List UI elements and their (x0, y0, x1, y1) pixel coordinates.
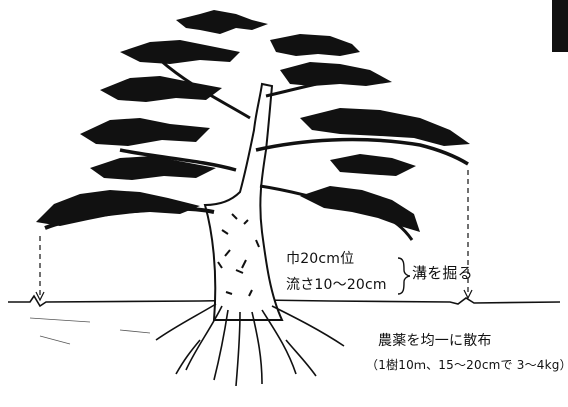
root (261, 309, 297, 375)
root (155, 303, 217, 341)
root (185, 305, 223, 371)
drip-line-left-arrowhead (35, 291, 45, 302)
ground-line (8, 294, 561, 308)
foliage-mid-upper-left (100, 76, 222, 102)
foliage-upper-left (120, 40, 240, 64)
foliage-mid-upper-right (280, 62, 392, 86)
foliage-lower-left (36, 190, 200, 226)
foliage-mid-left (80, 118, 210, 146)
roots (155, 303, 345, 387)
corner-black-tab (552, 0, 568, 52)
foliage-lower-left-2 (90, 156, 216, 180)
trench-depth-label: 流さ10～20cm (286, 277, 387, 293)
root (271, 305, 345, 347)
root (213, 309, 229, 381)
dig-trench-label: 溝を掘る (412, 264, 473, 282)
branch-left-mid (119, 148, 237, 172)
trunk-bark-texture (217, 213, 260, 297)
trench-width-label: 巾20cm位 (286, 251, 355, 267)
drip-line-right-arrowhead (463, 289, 473, 300)
foliage-mid-right (300, 108, 470, 146)
root (175, 339, 201, 375)
foliage-lower-right (300, 186, 420, 232)
foliage-top (176, 10, 268, 34)
root (235, 311, 241, 387)
foliage (36, 10, 470, 232)
root (251, 311, 263, 385)
foliage-right-extra (330, 154, 416, 176)
tree-trunk (203, 82, 284, 321)
annotation-brace (397, 257, 411, 295)
branch-right-mid (255, 137, 469, 166)
foliage-upper-right (270, 34, 360, 56)
ground-scratch (29, 317, 151, 345)
pesticide-label: 農薬を均一に散布 (378, 333, 492, 349)
root (285, 339, 317, 377)
dosage-label: （1樹10ｍ、15～20cmで 3～4kg） (366, 358, 568, 372)
